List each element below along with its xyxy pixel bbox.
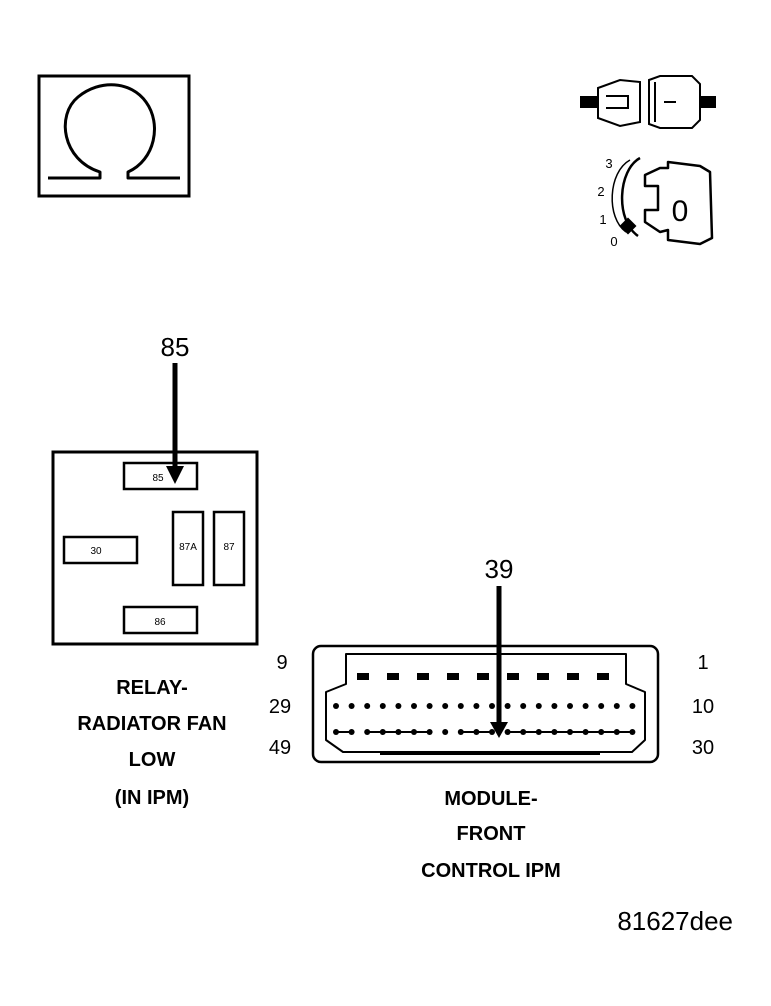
ohm-icon	[37, 74, 191, 198]
ignition-position-3: 3	[605, 156, 612, 171]
svg-text:LOW: LOW	[129, 749, 176, 771]
ignition-position-1: 1	[599, 212, 606, 227]
pin-cavity-row3	[582, 729, 589, 735]
pin-cavity-row2	[613, 703, 620, 709]
pin-label-1: 1	[697, 652, 708, 674]
pin-cavity-row1	[387, 673, 399, 680]
pin-cavity-row2	[567, 703, 573, 709]
svg-text:86: 86	[154, 617, 166, 628]
relay-terminal-87	[212, 510, 246, 587]
pin-cavity-row2	[582, 703, 589, 709]
pin-label-49: 49	[269, 737, 291, 759]
relay-pin-callout: 85	[161, 332, 190, 362]
relay-terminal-87a	[171, 510, 205, 587]
svg-text:30: 30	[90, 546, 102, 557]
relay-body	[51, 450, 259, 646]
pin-cavity-row2	[551, 703, 558, 709]
pin-cavity-row3	[613, 729, 620, 735]
pin-cavity-row2	[348, 703, 355, 709]
pin-cavity-row3	[551, 729, 558, 735]
pin-cavity-row3	[457, 729, 464, 735]
svg-text:MODULE-: MODULE-	[444, 788, 537, 810]
pin-cavity-row1	[477, 673, 489, 680]
pin-cavity-row2	[333, 703, 339, 709]
pin-cavity-row3	[364, 729, 371, 735]
pin-cavity-row2	[598, 703, 605, 709]
relay-diagram: 85 85 30 87A 87 86 RELAY- RADIATOR FAN L…	[51, 332, 259, 809]
pin-cavity-row2	[457, 703, 464, 709]
pin-cavity-row2	[379, 703, 386, 709]
pin-cavity-row3	[567, 729, 573, 735]
relay-caption: RELAY- RADIATOR FAN LOW (IN IPM)	[77, 677, 226, 809]
pin-cavity-row3	[629, 729, 636, 735]
svg-text:87A: 87A	[179, 542, 197, 553]
relay-terminal-86	[122, 605, 199, 635]
pin-cavity-row2	[629, 703, 636, 709]
ignition-key-icon: 0 3 2 1 0	[597, 156, 714, 249]
pin-cavity-row2	[520, 703, 527, 709]
pin-cavity-row3	[504, 729, 511, 735]
pin-cavity-row3	[535, 729, 542, 735]
connector-pins	[333, 673, 636, 735]
module-connector: 39 9 1 29 10 49 30 MODULE- FRONT CONTROL…	[269, 554, 714, 882]
ignition-position-0: 0	[610, 234, 617, 249]
pin-cavity-row1	[507, 673, 519, 680]
pin-cavity-row1	[447, 673, 459, 680]
pin-label-30: 30	[692, 737, 714, 759]
pin-cavity-row1	[567, 673, 579, 680]
pin-cavity-row2	[473, 703, 480, 709]
svg-text:RELAY-: RELAY-	[116, 677, 188, 699]
svg-text:CONTROL IPM: CONTROL IPM	[421, 860, 561, 882]
pin-cavity-row3	[598, 729, 605, 735]
pin-cavity-row3	[426, 729, 433, 735]
pin-cavity-row3	[411, 729, 417, 735]
key-position-0: 0	[672, 195, 689, 228]
pin-cavity-row2	[426, 703, 433, 709]
pin-cavity-row3	[379, 729, 386, 735]
pin-cavity-row3	[473, 729, 480, 735]
pin-cavity-row3	[520, 729, 527, 735]
svg-text:87: 87	[223, 542, 235, 553]
pin-cavity-row3	[395, 729, 402, 735]
pin-label-10: 10	[692, 696, 714, 718]
figure-id: 81627dee	[617, 906, 733, 936]
pin-cavity-row3	[489, 729, 495, 735]
unplugged-connector-icon	[580, 75, 716, 129]
pin-cavity-row2	[411, 703, 417, 709]
pin-cavity-row3	[348, 729, 355, 735]
pin-cavity-row1	[417, 673, 429, 680]
connector-housing	[311, 644, 660, 764]
pin-cavity-row2	[364, 703, 371, 709]
pin-cavity-row2	[535, 703, 542, 709]
module-pin-callout: 39	[485, 554, 514, 584]
pin-cavity-row3	[442, 729, 449, 735]
pin-cavity-row3	[333, 729, 339, 735]
pin-cavity-row2	[442, 703, 449, 709]
pin-cavity-row1	[597, 673, 609, 680]
ignition-position-2: 2	[597, 184, 604, 199]
pin-label-9: 9	[276, 652, 287, 674]
pin-label-29: 29	[269, 696, 291, 718]
svg-text:RADIATOR FAN: RADIATOR FAN	[77, 713, 226, 735]
svg-text:(IN IPM): (IN IPM)	[115, 787, 189, 809]
pin-cavity-row2	[504, 703, 511, 709]
svg-text:85: 85	[152, 473, 164, 484]
pin-cavity-row2	[395, 703, 402, 709]
svg-text:FRONT: FRONT	[457, 823, 526, 845]
relay-terminal-30	[62, 535, 139, 565]
pin-cavity-row1	[537, 673, 549, 680]
relay-terminal-85	[122, 461, 199, 491]
pin-cavity-row1	[357, 673, 369, 680]
pin-cavity-row2	[489, 703, 495, 709]
module-caption: MODULE- FRONT CONTROL IPM	[421, 788, 561, 882]
